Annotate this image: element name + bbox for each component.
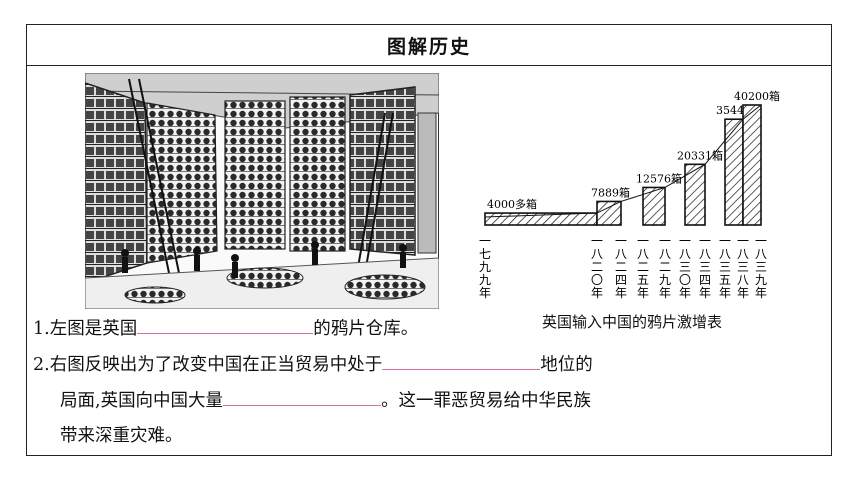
- x-tick-label: 年: [699, 286, 711, 300]
- x-tick-label: 八: [755, 247, 767, 261]
- x-tick-label: 四: [699, 273, 711, 287]
- x-tick-label: 年: [719, 286, 731, 300]
- bar-value-label: 4000多箱: [487, 197, 537, 211]
- x-tick-label: 八: [637, 247, 649, 261]
- x-tick-label: 一: [699, 234, 711, 248]
- x-tick-label: 四: [615, 273, 627, 287]
- q2-line1-prefix: 2.右图反映出为了改变中国在正当贸易中处于: [33, 355, 383, 375]
- chart-caption: 英国输入中国的鸦片激增表: [541, 313, 722, 331]
- q1-suffix: 的鸦片仓库。: [313, 319, 419, 339]
- x-tick-label: 三: [679, 260, 691, 274]
- x-tick-label: 年: [659, 286, 671, 300]
- x-tick-label: 八: [737, 247, 749, 261]
- x-tick-label: 八: [719, 247, 731, 261]
- bar-value-label: 40200箱: [734, 89, 780, 103]
- x-tick-label: 年: [679, 286, 691, 300]
- x-tick-label: 年: [479, 286, 491, 300]
- x-tick-label: 年: [591, 286, 603, 300]
- q1-prefix: 1.左图是英国: [33, 319, 138, 339]
- x-tick-label: 一: [755, 234, 767, 248]
- x-tick-label: 五: [719, 273, 731, 287]
- x-tick-label: 八: [615, 247, 627, 261]
- x-tick-label: 一: [479, 234, 491, 248]
- opium-warehouse-illustration: [85, 73, 439, 309]
- x-tick-label: 年: [755, 286, 767, 300]
- question-1: 1.左图是英国 的鸦片仓库。: [33, 313, 418, 344]
- x-tick-label: 二: [591, 260, 603, 274]
- x-tick-label: 三: [699, 260, 711, 274]
- x-tick-label: 八: [737, 273, 749, 287]
- x-tick-label: 九: [659, 273, 671, 287]
- x-tick-label: 九: [479, 273, 491, 287]
- q2-blank-1[interactable]: [382, 349, 541, 370]
- x-tick-label: 九: [755, 273, 767, 287]
- x-tick-label: 一: [615, 234, 627, 248]
- section-title: 图解历史: [386, 35, 471, 58]
- chart-bar: [684, 163, 706, 226]
- x-tick-label: 〇: [679, 273, 691, 287]
- x-tick-label: 八: [591, 247, 603, 261]
- exercise-frame: 图解历史: [26, 24, 832, 456]
- x-tick-label: 一: [637, 234, 649, 248]
- bar-value-label: 12576箱: [636, 171, 682, 185]
- x-tick-label: 一: [679, 234, 691, 248]
- chart-bar: [642, 186, 666, 226]
- x-tick-label: 〇: [591, 273, 603, 287]
- question-2-line-1: 2.右图反映出为了改变中国在正当贸易中处于 地位的: [33, 349, 593, 380]
- question-2-line-2: 局面,英国向中国大量 。这一罪恶贸易给中华民族: [60, 385, 591, 416]
- chart-bar: [742, 104, 762, 226]
- x-tick-label: 一: [737, 234, 749, 248]
- x-tick-label: 年: [737, 286, 749, 300]
- x-tick-label: 三: [737, 260, 749, 274]
- x-tick-label: 二: [659, 260, 671, 274]
- x-tick-label: 年: [637, 286, 649, 300]
- q2-line2-prefix: 局面,英国向中国大量: [60, 391, 224, 411]
- x-tick-label: 二: [637, 260, 649, 274]
- bar-value-label: 20331箱: [677, 148, 723, 162]
- question-2-line-3: 带来深重灾难。: [60, 426, 183, 446]
- x-tick-label: 八: [659, 247, 671, 261]
- x-tick-label: 五: [637, 273, 649, 287]
- chart-bar: [724, 118, 744, 226]
- x-tick-label: 三: [719, 260, 731, 274]
- x-tick-label: 八: [699, 247, 711, 261]
- x-tick-label: 二: [615, 260, 627, 274]
- x-tick-label: 年: [615, 286, 627, 300]
- q2-line1-suffix: 地位的: [540, 355, 593, 375]
- q1-blank[interactable]: [137, 313, 314, 334]
- x-tick-label: 七: [479, 247, 491, 261]
- bar-value-label: 7889箱: [591, 185, 630, 199]
- x-tick-label: 八: [679, 247, 691, 261]
- x-tick-label: 九: [479, 260, 491, 274]
- q2-blank-2[interactable]: [223, 385, 382, 406]
- x-tick-label: 一: [659, 234, 671, 248]
- x-tick-label: 一: [591, 234, 603, 248]
- chart-bar: [596, 200, 622, 226]
- title-bar: 图解历史: [27, 25, 831, 66]
- x-tick-label: 三: [755, 260, 767, 274]
- x-tick-label: 一: [719, 234, 731, 248]
- q2-line2-suffix: 。这一罪恶贸易给中华民族: [381, 391, 592, 411]
- trend-line: [484, 104, 762, 218]
